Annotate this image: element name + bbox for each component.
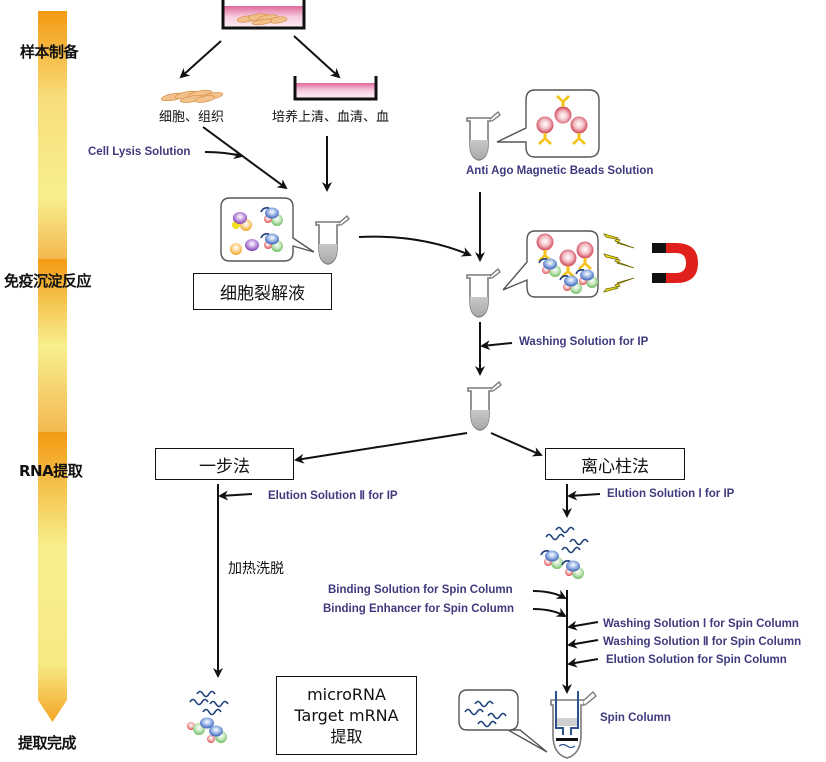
lysate-tube-icon xyxy=(315,215,350,265)
culture-dish-cells xyxy=(221,0,306,30)
arrow-dish-to-cells xyxy=(179,40,222,79)
eluted-complex-icon xyxy=(540,526,589,580)
arrow-washing-i-spin xyxy=(567,620,599,631)
stage-label-immunoprecipitation: 免疫沉淀反应 xyxy=(4,272,92,290)
stage-label-rna-extraction: RNA提取 xyxy=(19,462,83,480)
arrow-to-one-step xyxy=(294,432,468,464)
beads-tube-icon xyxy=(466,111,501,161)
beads-bubble xyxy=(496,89,600,158)
magnetic-force-icon xyxy=(603,233,635,293)
rna-bubble xyxy=(458,689,548,753)
arrow-cell-lysis-solution xyxy=(204,149,244,160)
washed-tube-icon xyxy=(467,381,502,431)
lysate-box: 细胞裂解液 xyxy=(193,273,332,310)
arrow-elution-i-ip xyxy=(567,490,601,501)
arrow-washing-ii-spin xyxy=(567,638,599,649)
arrow-washing-ip xyxy=(480,340,513,351)
cells-tissue-label: 细胞、组织 xyxy=(159,110,225,125)
arrow-elution-spin xyxy=(567,657,599,668)
spin-column-method-label: 离心柱法 xyxy=(581,456,649,477)
cells-icon xyxy=(160,89,224,103)
reagent-washing-ip: Washing Solution for IP xyxy=(519,336,649,348)
arrow-elution-ii-ip xyxy=(218,490,253,501)
arrow-cells-to-lysate xyxy=(202,126,288,190)
arrow-to-spin-method xyxy=(490,432,543,457)
arrow-binding-enhancer xyxy=(532,607,567,617)
result-line-extraction: 提取 xyxy=(330,727,363,746)
reagent-washing-ii-spin: Washing Solution Ⅱ for Spin Column xyxy=(603,636,802,648)
spin-column-label: Spin Column xyxy=(600,712,671,724)
stage-bar-segment-3 xyxy=(38,432,67,722)
reagent-elution-spin: Elution Solution for Spin Column xyxy=(606,654,787,666)
reagent-cell-lysis-solution: Cell Lysis Solution xyxy=(88,146,191,158)
reagent-washing-i-spin: Washing Solution Ⅰ for Spin Column xyxy=(603,618,799,630)
result-line-target-mrna: Target mRNA xyxy=(294,706,399,725)
supernatant-serum-label: 培养上清、血清、血 xyxy=(272,110,390,125)
arrow-dish-to-supernatant xyxy=(293,35,341,79)
result-line-microrna: microRNA xyxy=(307,685,386,704)
spin-column-method-box: 离心柱法 xyxy=(545,448,685,480)
heat-elution-label: 加热洗脱 xyxy=(228,561,284,577)
one-step-method-label: 一步法 xyxy=(199,456,250,477)
reagent-anti-ago-beads: Anti Ago Magnetic Beads Solution xyxy=(466,165,654,177)
stage-label-sample-prep: 样本制备 xyxy=(20,43,79,61)
ip-tube-icon xyxy=(466,268,501,318)
stage-bar-segment-2 xyxy=(38,259,67,432)
result-box: microRNA Target mRNA 提取 xyxy=(276,676,417,755)
stage-bar-segment-1 xyxy=(38,11,67,259)
arrow-lysate-to-ip xyxy=(358,235,472,257)
spin-column-icon xyxy=(550,690,597,759)
magnet-icon xyxy=(652,243,698,283)
arrow-binding-solution xyxy=(532,589,567,599)
one-step-method-box: 一步法 xyxy=(155,448,294,480)
reagent-binding-solution: Binding Solution for Spin Column xyxy=(328,584,513,596)
one-step-result-icon xyxy=(187,690,229,743)
ip-bubble xyxy=(502,230,599,298)
lysate-bubble xyxy=(220,197,315,262)
reagent-elution-i-ip: Elution Solution Ⅰ for IP xyxy=(607,488,735,500)
lysate-box-label: 细胞裂解液 xyxy=(220,284,305,304)
stage-label-complete: 提取完成 xyxy=(18,734,77,752)
culture-dish-supernatant xyxy=(293,76,378,101)
reagent-binding-enhancer: Binding Enhancer for Spin Column xyxy=(323,603,515,615)
reagent-elution-ii-ip: Elution Solution Ⅱ for IP xyxy=(268,490,398,502)
